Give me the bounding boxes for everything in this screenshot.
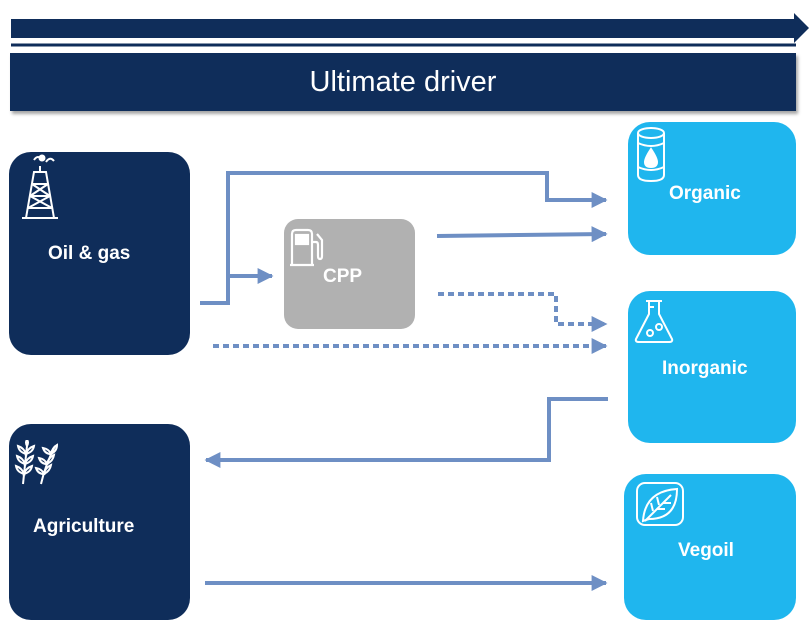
ultimate-driver-banner: Ultimate driver — [10, 53, 796, 111]
organic-box — [628, 122, 796, 255]
oil-rig-icon — [22, 154, 58, 219]
inorganic-to-agriculture-arrow — [204, 397, 608, 468]
flask-icon — [634, 300, 674, 343]
banner-title: Ultimate driver — [309, 65, 497, 98]
top-arrow-bar — [11, 13, 809, 47]
oil-gas-box — [9, 152, 190, 355]
oil-gas-to-cpp-arrow — [226, 268, 274, 303]
fuel-pump-icon — [290, 228, 324, 267]
agriculture-box — [9, 424, 190, 620]
leaf-icon — [636, 482, 684, 526]
oil-gas-to-organic-arrow — [200, 171, 608, 305]
inorganic-label: Inorganic — [662, 358, 748, 379]
oil-barrel-icon — [637, 127, 665, 183]
cpp-label: CPP — [323, 266, 363, 287]
cpp-to-inorganic-dotted-arrow — [438, 292, 608, 332]
wheat-icon — [14, 440, 59, 485]
oil-gas-label: Oil & gas — [48, 243, 131, 264]
vegoil-label: Vegoil — [678, 540, 734, 561]
inorganic-box — [628, 291, 796, 443]
agriculture-label: Agriculture — [33, 516, 135, 537]
organic-label: Organic — [669, 183, 741, 204]
cpp-to-organic-arrow — [436, 226, 608, 243]
